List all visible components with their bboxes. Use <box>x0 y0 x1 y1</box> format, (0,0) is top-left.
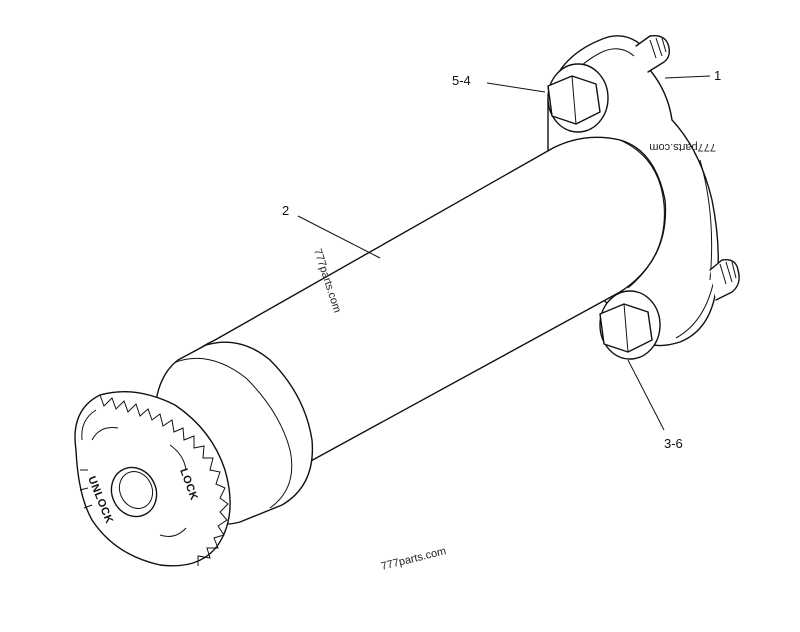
watermark-bottom: 777parts.com <box>380 545 448 573</box>
callout-3-6: 3-6 <box>664 436 683 451</box>
callout-5-4: 5-4 <box>452 73 471 88</box>
lock-knob: LOCK UNLOCK <box>74 390 231 567</box>
leader-lines <box>297 75 711 431</box>
upper-bolt <box>547 63 609 133</box>
lower-bolt <box>599 290 661 360</box>
callout-1: 1 <box>714 68 721 83</box>
callout-2: 2 <box>282 203 289 218</box>
watermark-flange: 777parts.com <box>649 141 716 153</box>
lower-stud <box>709 259 740 301</box>
upper-stud <box>635 34 671 73</box>
